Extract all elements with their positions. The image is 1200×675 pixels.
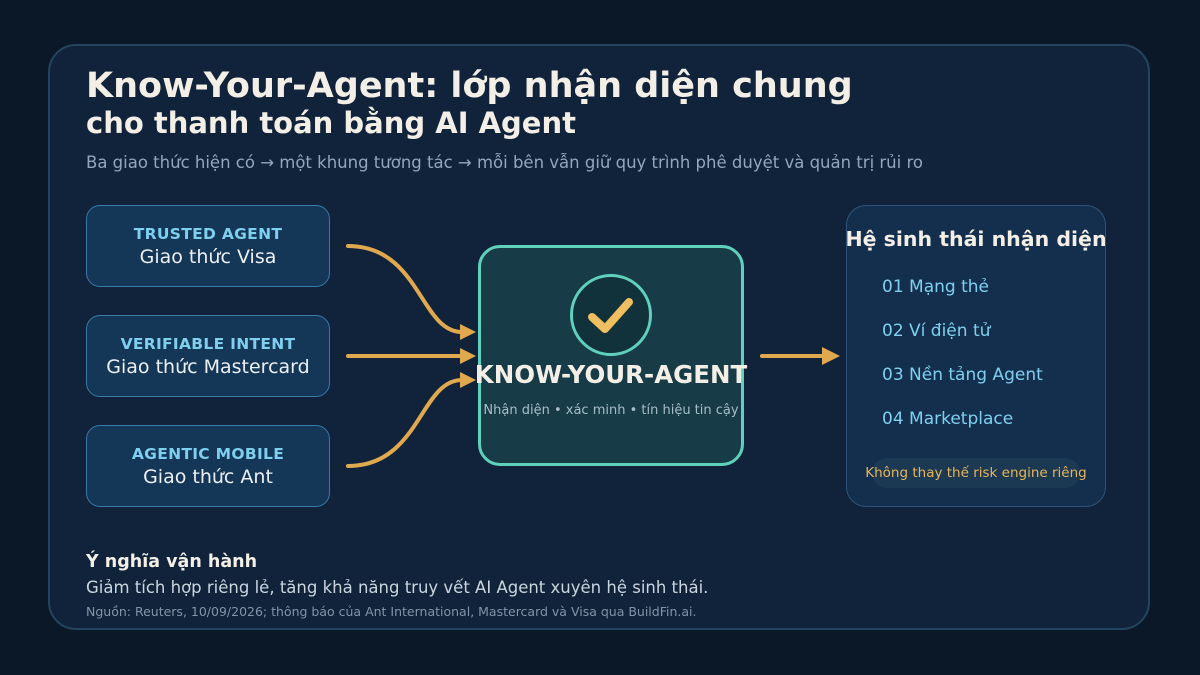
arrow-ant-to-kya: [346, 378, 464, 468]
protocol-tag: VERIFIABLE INTENT: [120, 335, 296, 353]
footer-text: Giảm tích hợp riêng lẻ, tăng khả năng tr…: [86, 578, 709, 597]
arrow-visa-to-kya: [346, 244, 464, 334]
protocol-name: Giao thức Mastercard: [106, 356, 310, 378]
ecosystem-item: 03 Nền tảng Agent: [882, 365, 1043, 385]
protocol-tag: AGENTIC MOBILE: [131, 445, 285, 463]
ecosystem-note: Không thay thế risk engine riêng: [865, 465, 1087, 481]
footer-heading: Ý nghĩa vận hành: [86, 552, 258, 572]
protocol-name: Giao thức Ant: [143, 466, 273, 488]
ecosystem-item: 01 Mạng thẻ: [882, 277, 989, 297]
arrowhead-icon: [460, 372, 476, 388]
ecosystem-item: 04 Marketplace: [882, 409, 1014, 429]
page-subtitle: Ba giao thức hiện có → một khung tương t…: [86, 153, 923, 172]
ecosystem-panel: [846, 205, 1106, 507]
arrowhead-icon: [822, 347, 840, 365]
protocol-box-visa: TRUSTED AGENT Giao thức Visa: [86, 205, 330, 287]
page-title-line2: cho thanh toán bằng AI Agent: [86, 106, 576, 140]
ecosystem-title: Hệ sinh thái nhận diện: [845, 227, 1107, 251]
center-subtitle: Nhận diện • xác minh • tín hiệu tin cậy: [483, 403, 739, 418]
footer-source: Nguồn: Reuters, 10/09/2026; thông báo củ…: [86, 604, 697, 619]
ecosystem-item: 02 Ví điện tử: [882, 321, 991, 341]
arrowhead-icon: [460, 348, 476, 364]
center-title: KNOW-YOUR-AGENT: [474, 360, 748, 389]
protocol-box-ant: AGENTIC MOBILE Giao thức Ant: [86, 425, 330, 507]
arrowhead-icon: [460, 324, 476, 340]
ecosystem-note-badge: [872, 458, 1080, 488]
page-title: Know-Your-Agent: lớp nhận diện chung: [86, 66, 853, 106]
protocol-name: Giao thức Visa: [139, 246, 277, 268]
checkmark-icon: [570, 274, 652, 356]
protocol-box-mastercard: VERIFIABLE INTENT Giao thức Mastercard: [86, 315, 330, 397]
protocol-tag: TRUSTED AGENT: [133, 225, 283, 243]
